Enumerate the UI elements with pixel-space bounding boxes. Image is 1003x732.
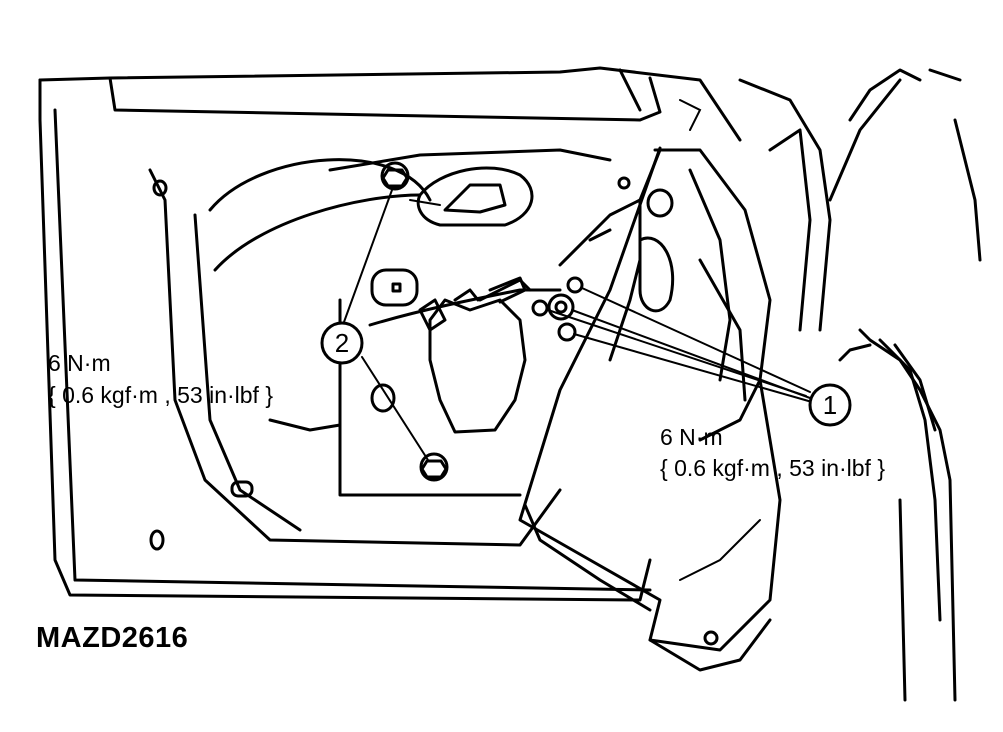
torque-right-conversion: { 0.6 kgf·m , 53 in·lbf } <box>660 455 886 481</box>
pillar-lines <box>738 68 982 702</box>
torque-left-value: 6 N·m <box>48 350 111 376</box>
bolt-top <box>380 161 410 191</box>
torque-left-conversion: { 0.6 kgf·m , 53 in·lbf } <box>48 382 274 408</box>
door-frame <box>38 66 742 602</box>
weather-sheet <box>518 146 782 672</box>
callout-2: 2 <box>320 321 364 365</box>
latch-screw-4 <box>557 322 577 342</box>
inner-panel <box>148 148 612 547</box>
figure-code: MAZD2616 <box>36 622 189 654</box>
bolt-bottom <box>419 452 449 482</box>
latch-screw-3 <box>547 293 575 321</box>
rear-bracket <box>608 148 772 442</box>
bolts <box>380 161 584 482</box>
panel-holes <box>149 176 631 551</box>
callout-1-number: 1 <box>823 390 837 420</box>
callout-2-number: 2 <box>335 328 349 358</box>
latch-assembly <box>418 276 527 434</box>
leader-lines <box>343 189 813 461</box>
latch-screw-1 <box>566 276 584 294</box>
inside-handle <box>409 166 534 227</box>
latch-screw-2 <box>531 299 549 317</box>
torque-right-value: 6 N·m <box>660 424 723 450</box>
callout-1: 1 <box>808 383 852 427</box>
